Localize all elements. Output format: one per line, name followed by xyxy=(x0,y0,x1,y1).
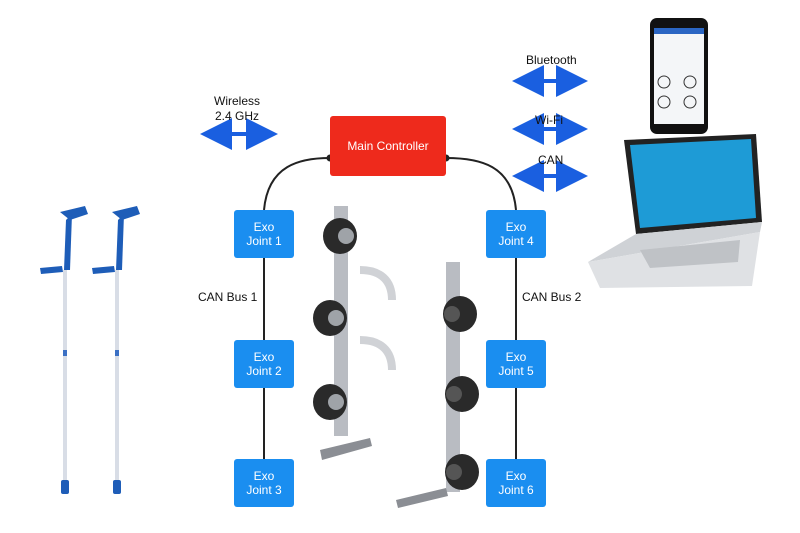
joint-4-line1: Exo xyxy=(505,220,527,234)
wireless-label-line2: 2.4 GHz xyxy=(215,109,260,123)
joint-6-line1: Exo xyxy=(505,469,527,483)
crutch-right xyxy=(92,206,140,494)
laptop-illustration xyxy=(588,134,762,288)
exo-joint-4-box: Exo Joint 4 xyxy=(486,210,546,258)
wire-controller-joint4 xyxy=(445,157,517,211)
can-bus-2-label: CAN Bus 2 xyxy=(522,290,582,304)
joint-3-line1: Exo xyxy=(253,469,275,483)
joint-3-line2: Joint 3 xyxy=(246,483,282,497)
wireless-label: Wireless 2.4 GHz xyxy=(214,94,260,124)
joint-4-line2: Joint 4 xyxy=(498,234,534,248)
crutches-illustration xyxy=(40,206,140,494)
exo-joint-1-box: Exo Joint 1 xyxy=(234,210,294,258)
joint-1-line2: Joint 1 xyxy=(246,234,282,248)
joint-6-line2: Joint 6 xyxy=(498,483,534,497)
joint-5-line1: Exo xyxy=(505,350,527,364)
main-controller-label: Main Controller xyxy=(347,139,429,153)
crutch-left xyxy=(40,206,88,494)
left-exo-leg-illustration xyxy=(313,206,396,460)
can-bus-1-label: CAN Bus 1 xyxy=(198,290,258,304)
joint-2-line1: Exo xyxy=(253,350,275,364)
joint-1-line1: Exo xyxy=(253,220,275,234)
bluetooth-label: Bluetooth xyxy=(526,53,577,67)
can-label: CAN xyxy=(538,153,564,167)
right-exo-leg-illustration xyxy=(396,262,479,508)
exo-joint-3-box: Exo Joint 3 xyxy=(234,459,294,507)
main-controller-box: Main Controller xyxy=(330,116,446,176)
smartphone-illustration xyxy=(650,18,708,134)
exo-joint-5-box: Exo Joint 5 xyxy=(486,340,546,388)
joint-2-line2: Joint 2 xyxy=(246,364,282,378)
exo-joint-2-box: Exo Joint 2 xyxy=(234,340,294,388)
wifi-label: Wi-Fi xyxy=(535,113,563,127)
wire-controller-joint1 xyxy=(263,157,331,211)
joint-5-line2: Joint 5 xyxy=(498,364,534,378)
wireless-label-line1: Wireless xyxy=(214,94,261,108)
exo-joint-6-box: Exo Joint 6 xyxy=(486,459,546,507)
